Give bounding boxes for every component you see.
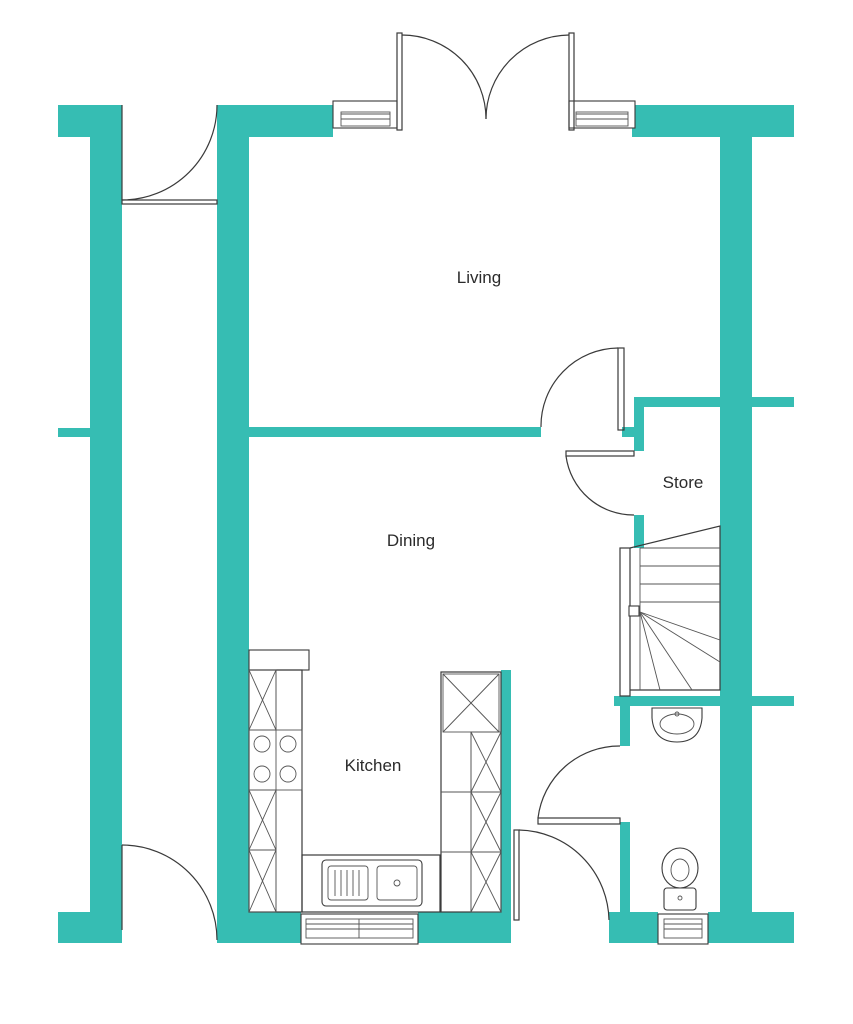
wall-main-right bbox=[720, 105, 752, 943]
wall-right-stub-upper bbox=[752, 397, 794, 407]
wall-bottom-left bbox=[217, 912, 301, 943]
wall-bottom-far-right bbox=[708, 912, 794, 943]
wall-store-top bbox=[634, 397, 720, 407]
wall-wc-left-upper bbox=[620, 696, 630, 746]
cabinet-icon bbox=[248, 669, 277, 731]
cabinet-icon bbox=[248, 849, 277, 913]
hob-icon bbox=[248, 729, 303, 791]
cabinet-icon bbox=[470, 851, 502, 913]
wall-living-dining bbox=[249, 427, 541, 437]
cabinet-icon bbox=[442, 673, 500, 733]
wall-bottom-right bbox=[609, 912, 658, 943]
wall-left-outer-bottom-cap bbox=[58, 912, 122, 943]
doors bbox=[121, 32, 635, 941]
door-swing-icon bbox=[565, 450, 635, 516]
wall-right-stub-lower bbox=[752, 696, 794, 706]
room-label-living: Living bbox=[456, 268, 502, 287]
door-swing-icon bbox=[540, 347, 625, 431]
wall-store-left-notch bbox=[622, 427, 644, 437]
wall-wc-left-lower bbox=[620, 822, 630, 920]
wall-main-left bbox=[217, 105, 249, 943]
door-swing-icon bbox=[121, 844, 218, 941]
wc-fixtures bbox=[651, 707, 703, 911]
door-swing-icon bbox=[121, 104, 218, 205]
room-label-store: Store bbox=[662, 473, 704, 492]
door-swing-icon bbox=[537, 745, 621, 825]
wall-left-mid-stub bbox=[58, 428, 90, 437]
kitchen-units bbox=[248, 649, 502, 913]
room-label-dining: Dining bbox=[386, 531, 436, 550]
cabinet-icon bbox=[248, 789, 277, 851]
toilet-icon bbox=[661, 847, 699, 911]
stairs-icon bbox=[619, 525, 721, 697]
worktop-left bbox=[248, 649, 310, 671]
door-swing-icon bbox=[513, 829, 610, 921]
room-label-kitchen: Kitchen bbox=[344, 756, 402, 775]
wall-bottom-mid bbox=[418, 912, 511, 943]
window-icon bbox=[300, 913, 419, 945]
walls bbox=[58, 105, 794, 943]
door-swing-icon bbox=[396, 32, 575, 131]
window-icon bbox=[568, 100, 636, 129]
wall-kitchen-right bbox=[501, 670, 511, 920]
window-icon bbox=[332, 100, 398, 129]
wall-store-left-upper bbox=[634, 397, 644, 451]
wall-wc-top bbox=[614, 696, 720, 706]
cabinet-icon bbox=[470, 731, 502, 793]
windows bbox=[300, 100, 709, 945]
window-icon bbox=[657, 913, 709, 945]
sink-icon bbox=[321, 859, 423, 907]
wall-top-right bbox=[632, 105, 794, 137]
wall-left-outer bbox=[90, 105, 122, 943]
basin-icon bbox=[651, 707, 703, 743]
cabinet-icon bbox=[470, 791, 502, 853]
wall-store-left-lower bbox=[634, 515, 644, 548]
wall-top-left bbox=[217, 105, 333, 137]
